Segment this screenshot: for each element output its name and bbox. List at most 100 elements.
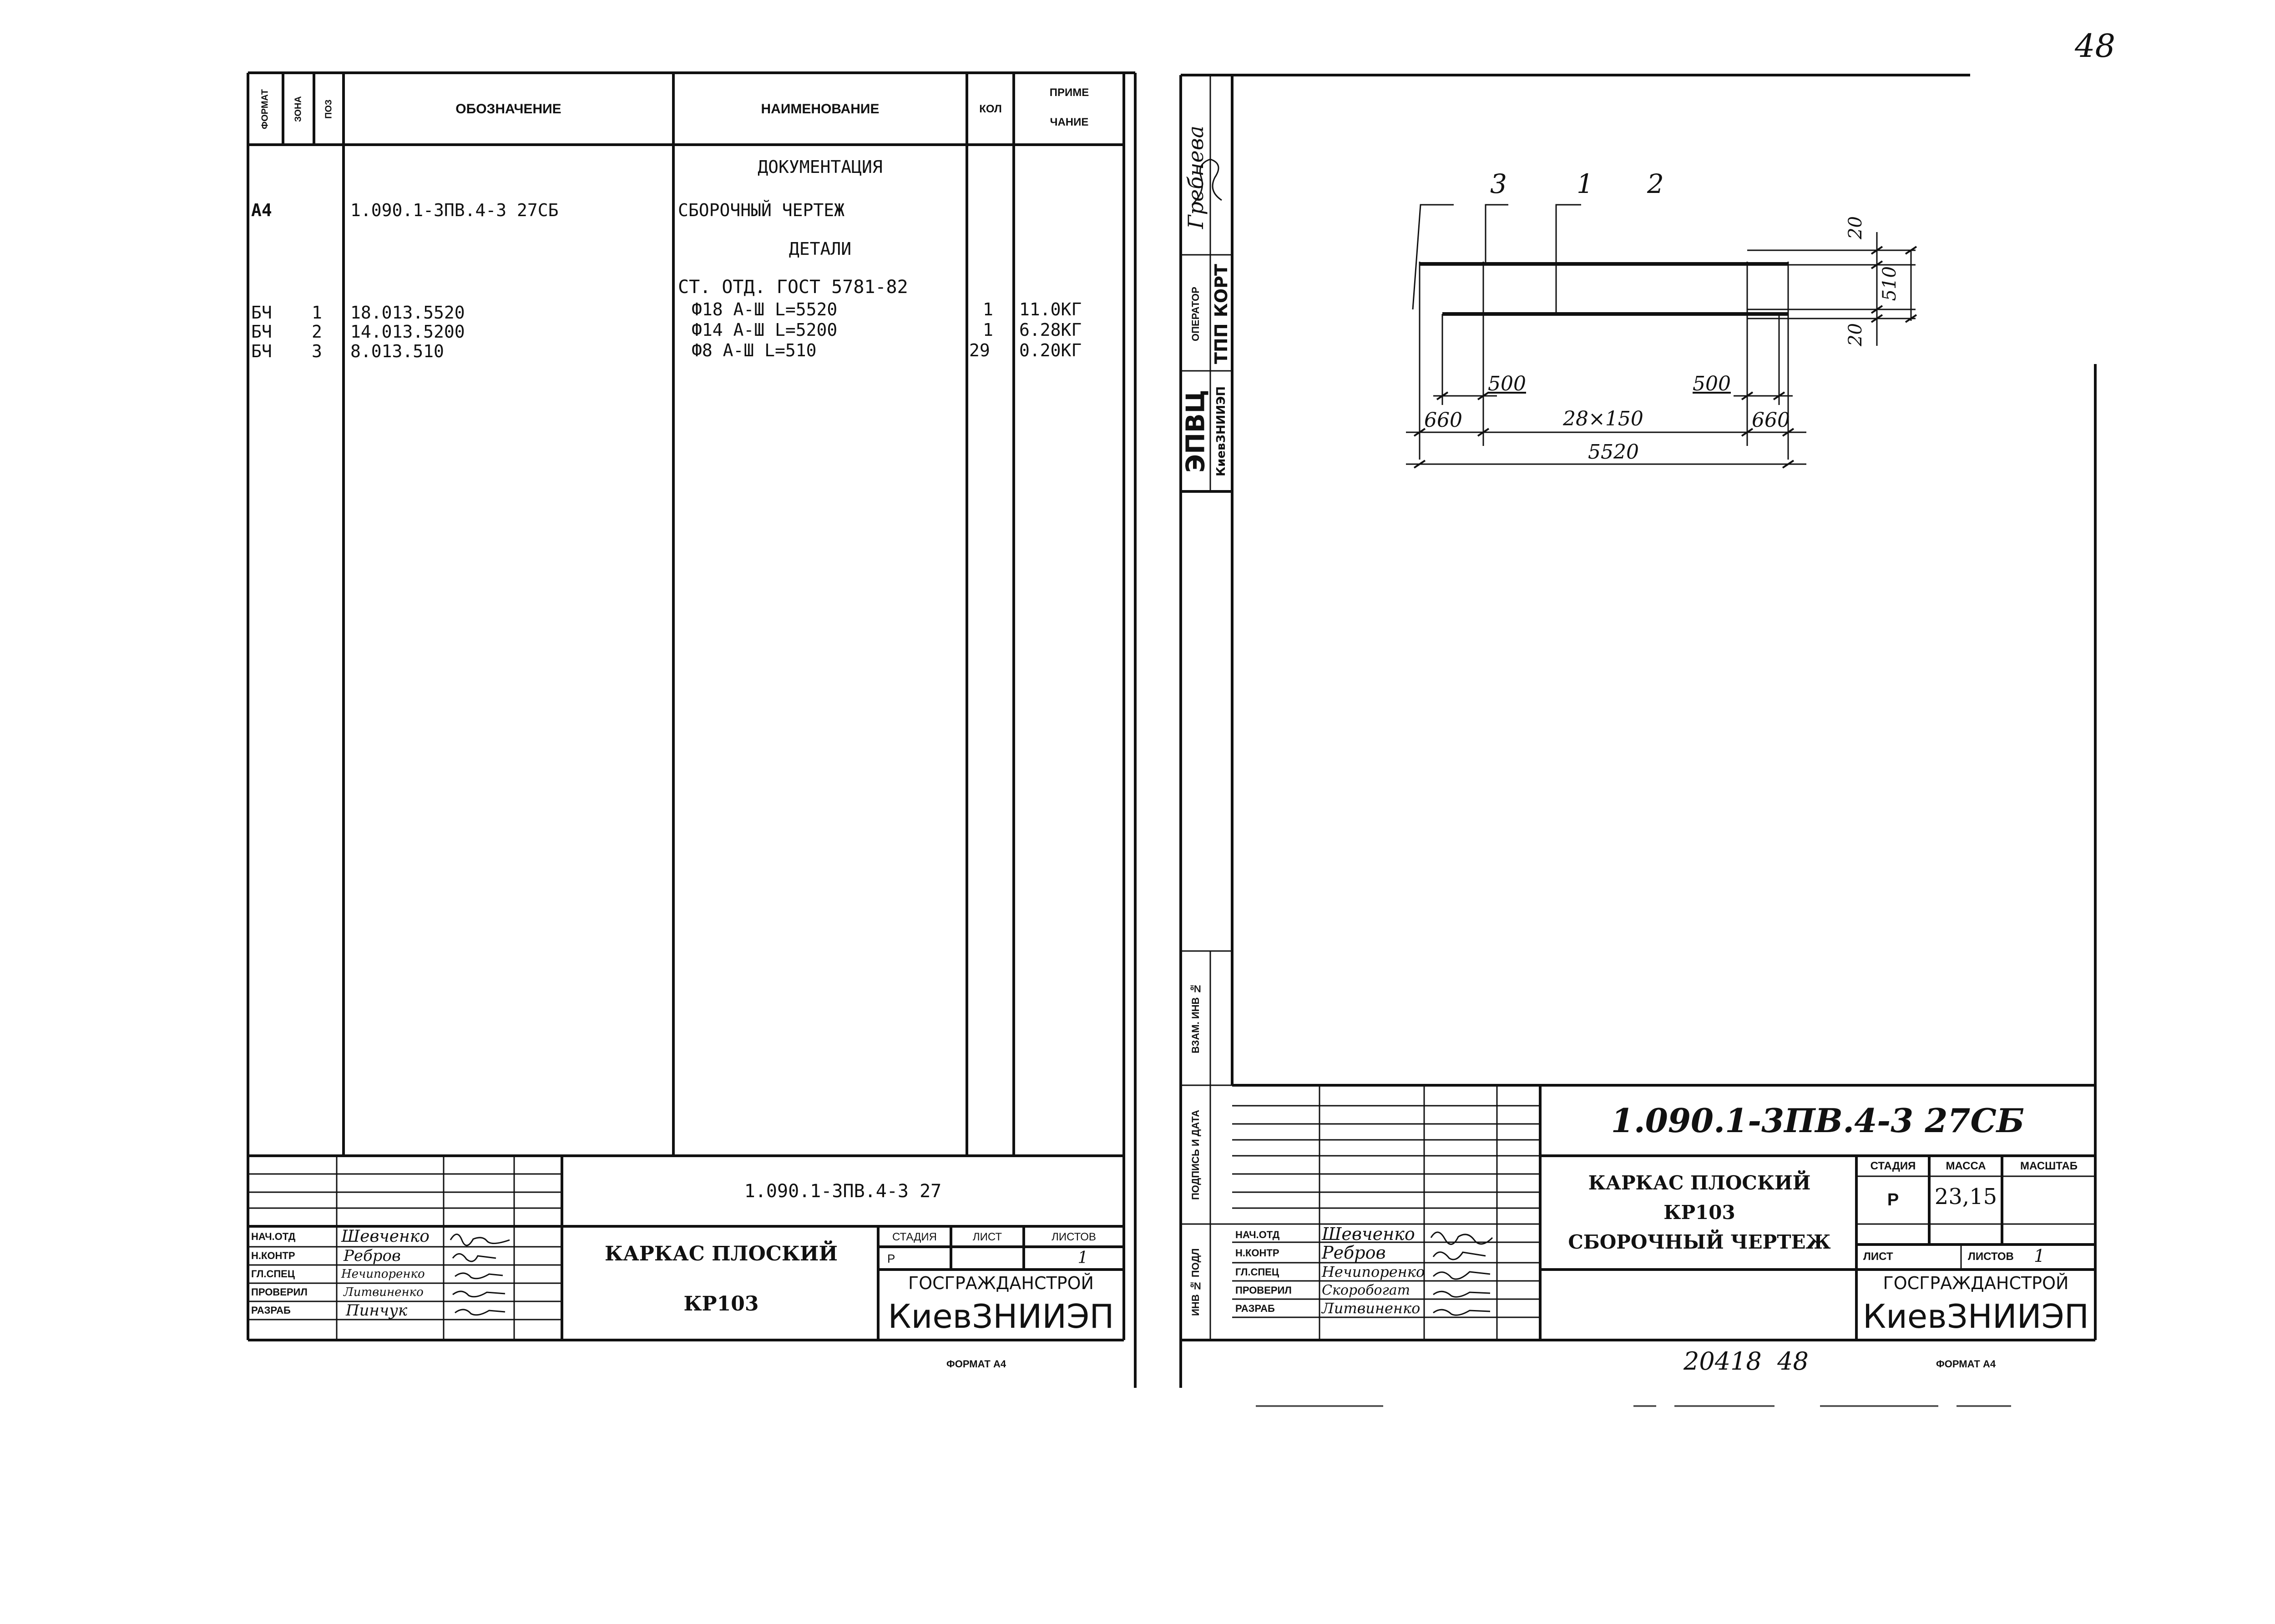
dim-bottom-gap: 20 bbox=[1845, 323, 1866, 346]
role-name: Пинчук bbox=[346, 1301, 408, 1320]
row-name: Ф14 А-Ш L=5200 bbox=[692, 320, 838, 340]
right-sheets-label: ЛИСТОВ bbox=[1968, 1250, 2014, 1263]
left-sheets-value: 1 bbox=[1077, 1249, 1088, 1267]
side-operator-label: ОПЕРАТОР bbox=[1190, 287, 1201, 341]
rebar-drawing bbox=[1406, 204, 1917, 469]
role-name: Ребров bbox=[1322, 1243, 1386, 1263]
row-qty: 29 bbox=[969, 340, 990, 360]
right-signatures bbox=[1430, 1231, 1493, 1316]
side-epvc: ЭПВЦ bbox=[1181, 390, 1211, 473]
dim-height: 510 bbox=[1879, 266, 1900, 301]
left-title-line1: КАРКАС ПЛОСКИЙ bbox=[604, 1242, 838, 1265]
row-format: БЧ bbox=[251, 322, 272, 342]
header-qty: КОЛ bbox=[979, 103, 1002, 115]
row-name: Ф8 А-Ш L=510 bbox=[692, 340, 817, 360]
header-note-line2: ЧАНИЕ bbox=[1050, 116, 1089, 128]
row-note: 11.0КГ bbox=[1019, 299, 1082, 319]
role-name: Литвиненко bbox=[344, 1285, 424, 1299]
role-name: Нечипоренко bbox=[341, 1267, 425, 1281]
left-org-line2: КиевЗНИИЭП bbox=[888, 1297, 1114, 1336]
callout-3: 3 bbox=[1490, 168, 1507, 199]
right-title-line1: КАРКАС ПЛОСКИЙ bbox=[1588, 1172, 1811, 1194]
left-sheet-label: ЛИСТ bbox=[972, 1231, 1002, 1243]
callout-2: 2 bbox=[1647, 168, 1664, 199]
role-label: РАЗРАБ bbox=[251, 1305, 291, 1316]
role-name: Шевченко bbox=[1322, 1224, 1415, 1244]
role-name: Шевченко bbox=[341, 1227, 430, 1246]
header-designation: ОБОЗНАЧЕНИЕ bbox=[455, 101, 561, 116]
dim-left-500: 500 bbox=[1488, 372, 1526, 395]
header-note-line1: ПРИМЕ bbox=[1049, 86, 1089, 99]
callout-1: 1 bbox=[1577, 168, 1593, 199]
role-label: ПРОВЕРИЛ bbox=[251, 1286, 308, 1298]
role-label: Н.КОНТР bbox=[251, 1250, 295, 1261]
role-label: НАЧ.ОТД bbox=[251, 1231, 296, 1242]
dim-right-500: 500 bbox=[1693, 372, 1731, 395]
side-tpp: ТПП КОРТ bbox=[1211, 264, 1231, 364]
doc-row-name: СБОРОЧНЫЙ ЧЕРТЕЖ bbox=[678, 200, 845, 220]
row-note: 0.20КГ bbox=[1019, 340, 1082, 360]
left-signatures bbox=[450, 1234, 510, 1316]
row-qty: 1 bbox=[983, 299, 993, 319]
row-designation: 18.013.5520 bbox=[350, 303, 465, 323]
role-label: Н.КОНТР bbox=[1235, 1247, 1279, 1259]
row-pos: 1 bbox=[312, 303, 322, 323]
row-name: Ф18 А-Ш L=5520 bbox=[692, 299, 838, 319]
side-sign-date: ПОДПИСЬ И ДАТА bbox=[1190, 1109, 1201, 1200]
right-org-line2: КиевЗНИИЭП bbox=[1862, 1297, 2089, 1336]
doc-row-format: А4 bbox=[251, 200, 272, 220]
right-mass-label: МАССА bbox=[1946, 1160, 1986, 1172]
row-designation: 14.013.5200 bbox=[350, 322, 465, 342]
section-documentation: ДОКУМЕНТАЦИЯ bbox=[758, 157, 883, 177]
dim-left-660: 660 bbox=[1424, 409, 1462, 432]
row-format: БЧ bbox=[251, 303, 272, 323]
row-designation: 8.013.510 bbox=[350, 341, 444, 361]
role-name: Литвиненко bbox=[1322, 1300, 1421, 1317]
left-title-code: 1.090.1-3ПВ.4-3 27 bbox=[744, 1180, 942, 1202]
dim-right-660: 660 bbox=[1752, 409, 1790, 432]
left-stage-label: СТАДИЯ bbox=[892, 1231, 937, 1243]
dim-middle: 28×150 bbox=[1563, 407, 1643, 430]
row-pos: 2 bbox=[312, 322, 322, 342]
role-name: Нечипоренко bbox=[1322, 1263, 1425, 1280]
right-title-line2: КР103 bbox=[1663, 1201, 1735, 1224]
side-inv-subst: ВЗАМ. ИНВ № bbox=[1190, 983, 1201, 1053]
right-sheet-label: ЛИСТ bbox=[1863, 1250, 1893, 1263]
side-signature bbox=[1191, 158, 1222, 206]
right-title-line3: СБОРОЧНЫЙ ЧЕРТЕЖ bbox=[1568, 1231, 1831, 1253]
right-scale-label: МАСШТАБ bbox=[2020, 1160, 2078, 1172]
header-name: НАИМЕНОВАНИЕ bbox=[761, 101, 880, 116]
left-org-line1: ГОСГРАЖДАНСТРОЙ bbox=[908, 1273, 1094, 1293]
dim-top-gap: 20 bbox=[1845, 216, 1866, 239]
dim-total: 5520 bbox=[1588, 440, 1639, 464]
left-stage-value: Р bbox=[887, 1251, 895, 1265]
right-sheets-value: 1 bbox=[2034, 1246, 2045, 1266]
right-format-note: ФОРМАТ А4 bbox=[1936, 1358, 1996, 1370]
doc-row-designation: 1.090.1-3ПВ.4-3 27СБ bbox=[350, 200, 559, 220]
role-label: ГЛ.СПЕЦ bbox=[251, 1268, 295, 1280]
role-label: НАЧ.ОТД bbox=[1235, 1229, 1280, 1240]
archive-number: 20418 48 bbox=[1684, 1347, 1809, 1376]
section-details: ДЕТАЛИ bbox=[789, 239, 852, 259]
right-org-line1: ГОСГРАЖДАНСТРОЙ bbox=[1883, 1273, 2069, 1293]
side-kiev: КиевЗНИИЭП bbox=[1214, 386, 1228, 476]
right-stage-label: СТАДИЯ bbox=[1870, 1160, 1916, 1172]
row-note: 6.28КГ bbox=[1019, 320, 1082, 340]
row-qty: 1 bbox=[983, 320, 993, 340]
details-standard: СТ. ОТД. ГОСТ 5781-82 bbox=[678, 277, 908, 298]
right-mass-value: 23,15 bbox=[1934, 1184, 1997, 1209]
right-title-code: 1.090.1-3ПВ.4-3 27СБ bbox=[1611, 1101, 2025, 1140]
left-sheets-label: ЛИСТОВ bbox=[1052, 1231, 1096, 1243]
right-stage-value: Р bbox=[1887, 1190, 1899, 1209]
row-pos: 3 bbox=[312, 341, 322, 361]
left-format-note: ФОРМАТ А4 bbox=[946, 1358, 1006, 1370]
role-label: ГЛ.СПЕЦ bbox=[1235, 1266, 1279, 1278]
role-name: Ребров bbox=[344, 1247, 401, 1265]
side-inv-orig: ИНВ № ПОДЛ bbox=[1190, 1248, 1201, 1316]
row-format: БЧ bbox=[251, 341, 272, 361]
role-name: Скоробогат bbox=[1322, 1282, 1410, 1298]
page-number: 48 bbox=[2075, 27, 2116, 65]
role-label: ПРОВЕРИЛ bbox=[1235, 1285, 1292, 1296]
